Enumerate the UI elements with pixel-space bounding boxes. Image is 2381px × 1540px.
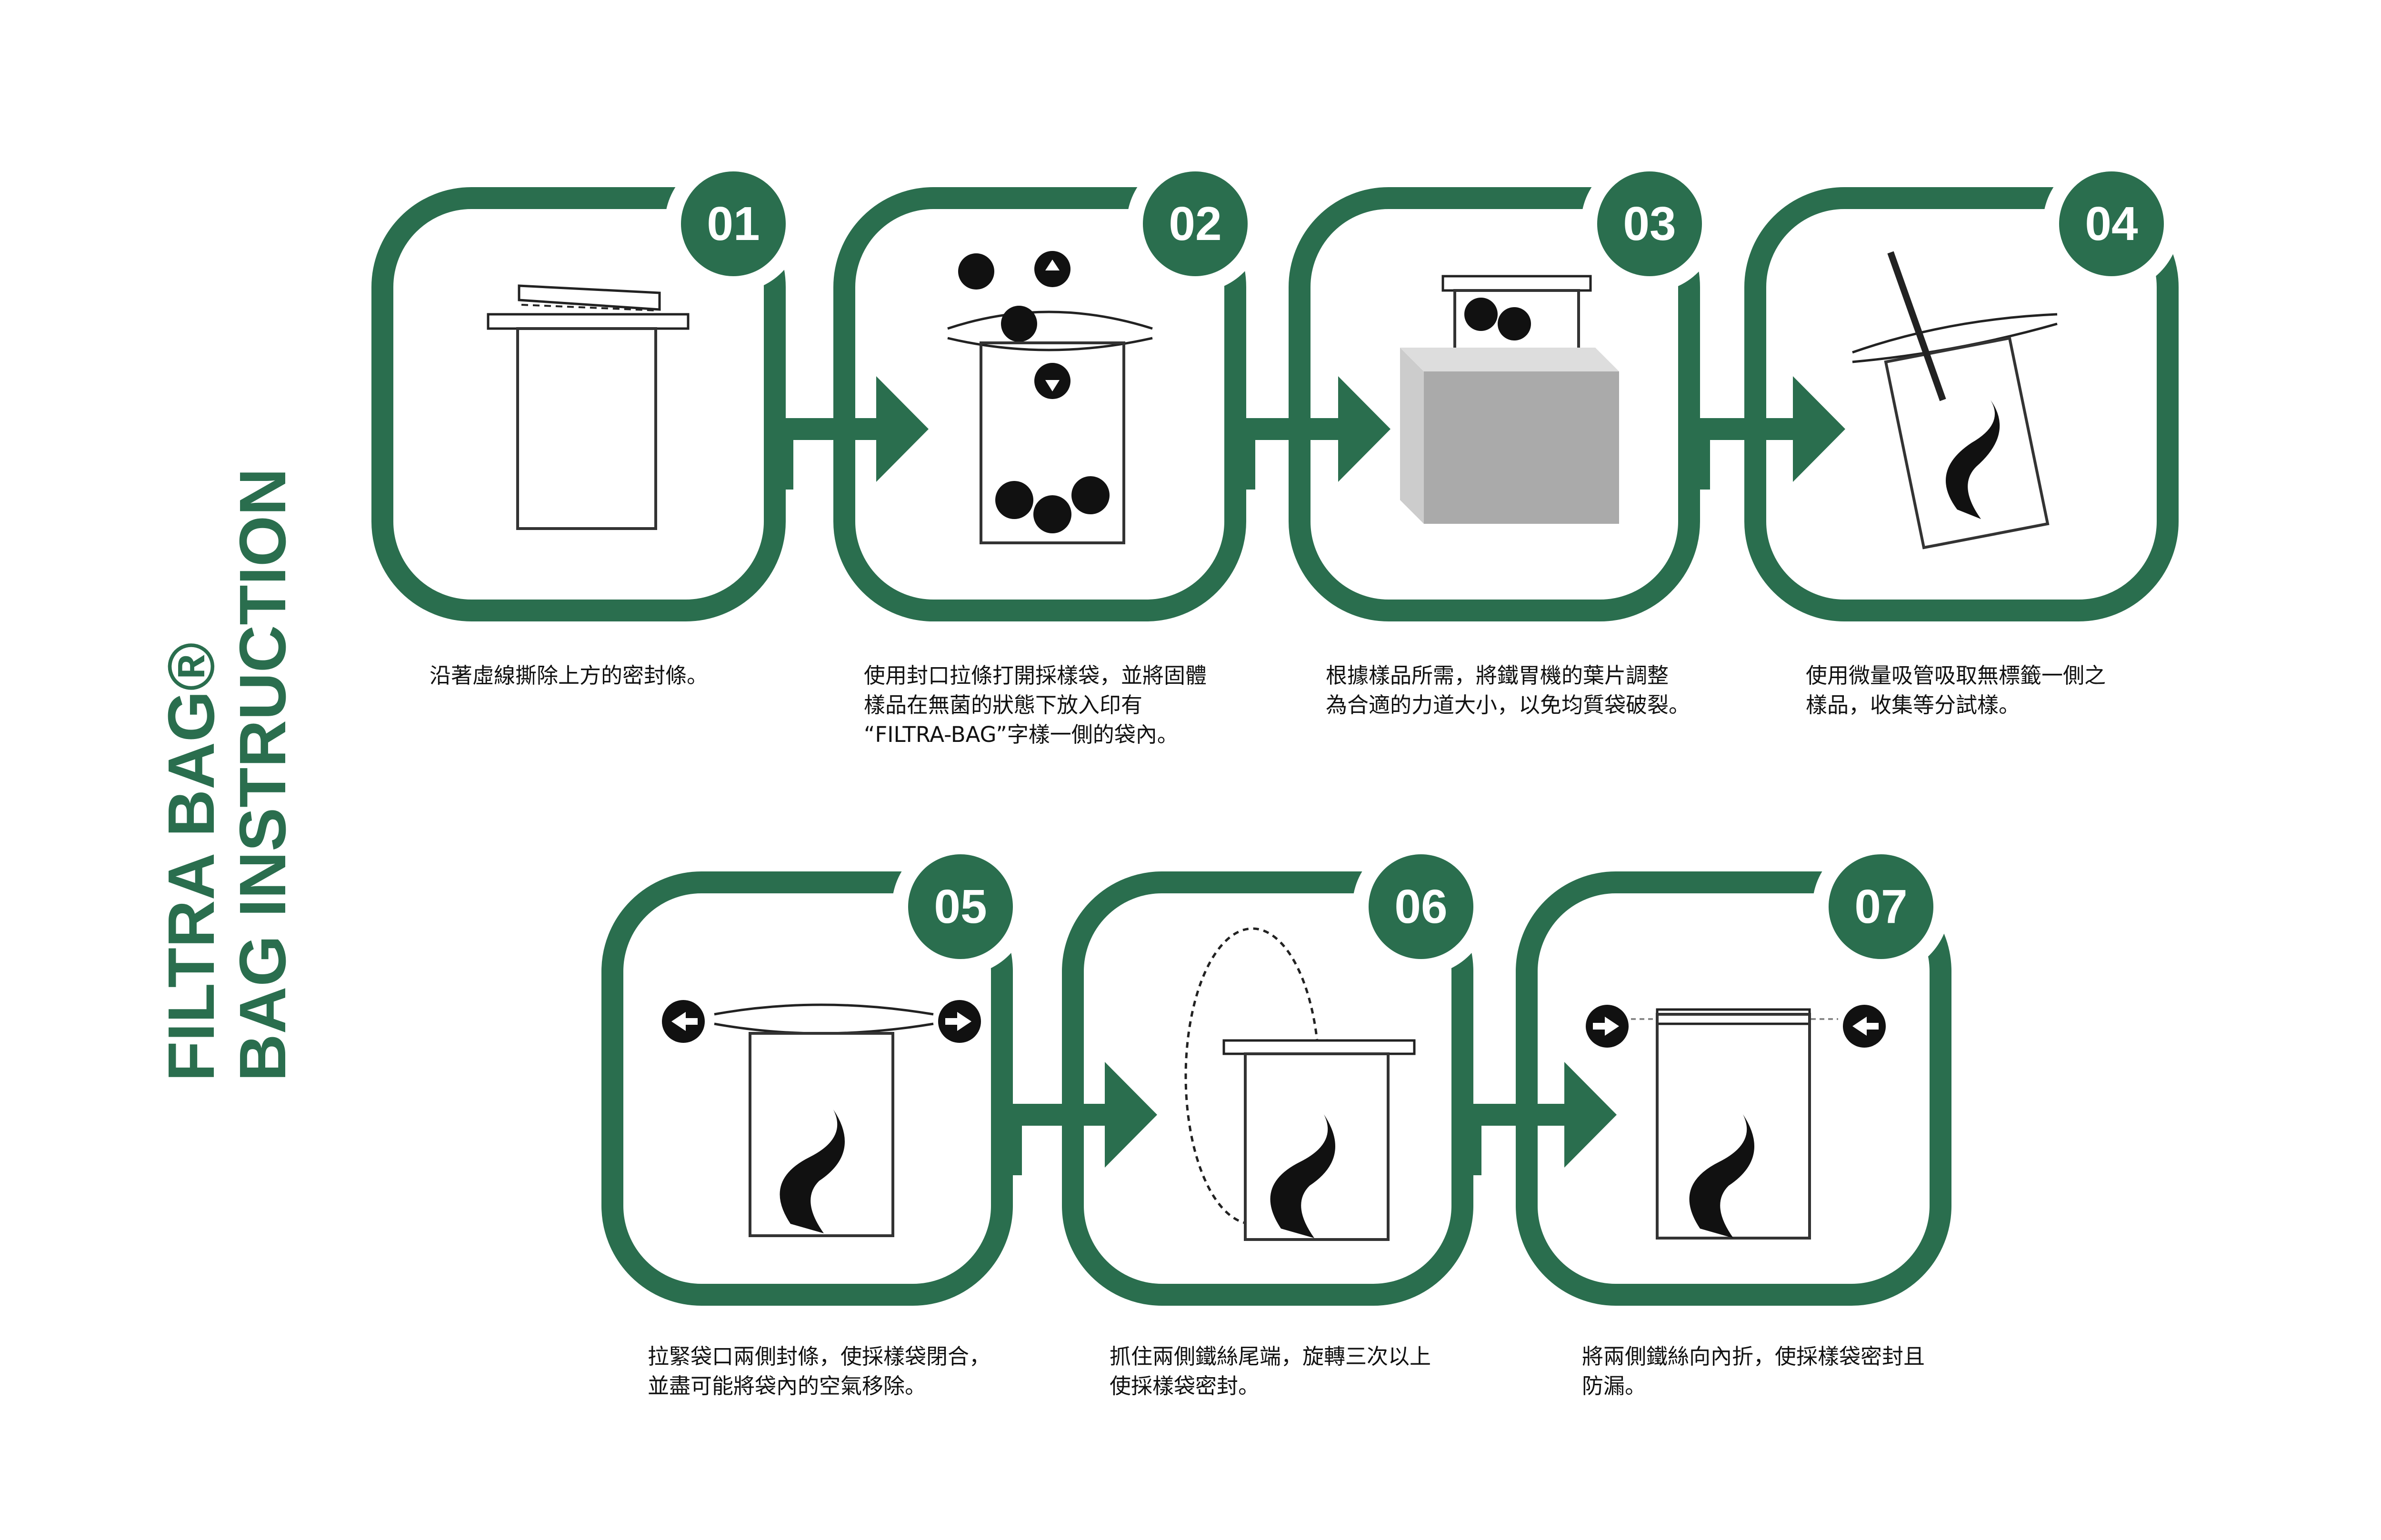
bag-fold-wires-illustration [1586, 1005, 1886, 1240]
step-6-description: 抓住兩側鐵絲尾端，旋轉三次以上 使採樣袋密封。 [1110, 1344, 1431, 1399]
bag-pull-closed-illustration [662, 1000, 981, 1237]
step-7-description: 將兩側鐵絲向內折，使採樣袋密封且 防漏。 [1582, 1344, 1925, 1399]
stomacher-illustration [1400, 275, 1619, 524]
arrow-icon [1688, 376, 1845, 490]
step-number-badge: 01 [681, 171, 786, 276]
arrow-icon [771, 376, 929, 490]
step-number-badge: 04 [2059, 171, 2164, 276]
bag-twist-seal-illustration [1184, 927, 1416, 1241]
page-title: FILTRA BAG® BAG INSTRUCTION [155, 468, 300, 1081]
bag-open-sample-illustration [947, 251, 1153, 544]
step-frame-2 [833, 187, 1246, 621]
arrow-icon [1460, 1062, 1617, 1175]
step-4-description: 使用微量吸管吸取無標籤一側之 樣品，收集等分試樣。 [1806, 663, 2106, 718]
step-5-description: 拉緊袋口兩側封條，使採樣袋閉合， 並盡可能將袋內的空氣移除。 [648, 1344, 991, 1399]
arrow-icon [1000, 1062, 1157, 1175]
title-line-2: BAG INSTRUCTION [226, 468, 300, 1081]
step-number-badge: 03 [1597, 171, 1702, 276]
step-number-badge: 02 [1143, 171, 1248, 276]
pipette-bag-illustration [1852, 251, 2058, 550]
step-3-description: 根據樣品所需，將鐵胃機的葉片調整 為合適的力道大小，以免均質袋破裂。 [1326, 663, 1691, 718]
step-number-badge: 06 [1369, 854, 1473, 959]
step-1-description: 沿著虛線撕除上方的密封條。 [430, 663, 709, 688]
step-2-description: 使用封口拉條打開採樣袋，並將固體 樣品在無菌的狀態下放入印有 “FILTRA-B… [864, 663, 1207, 747]
arrow-icon [1233, 376, 1391, 490]
step-number-badge: 07 [1829, 854, 1933, 959]
step-number-badge: 05 [908, 854, 1013, 959]
title-line-1: FILTRA BAG® [155, 642, 228, 1081]
bag-tear-strip-illustration [487, 284, 690, 530]
